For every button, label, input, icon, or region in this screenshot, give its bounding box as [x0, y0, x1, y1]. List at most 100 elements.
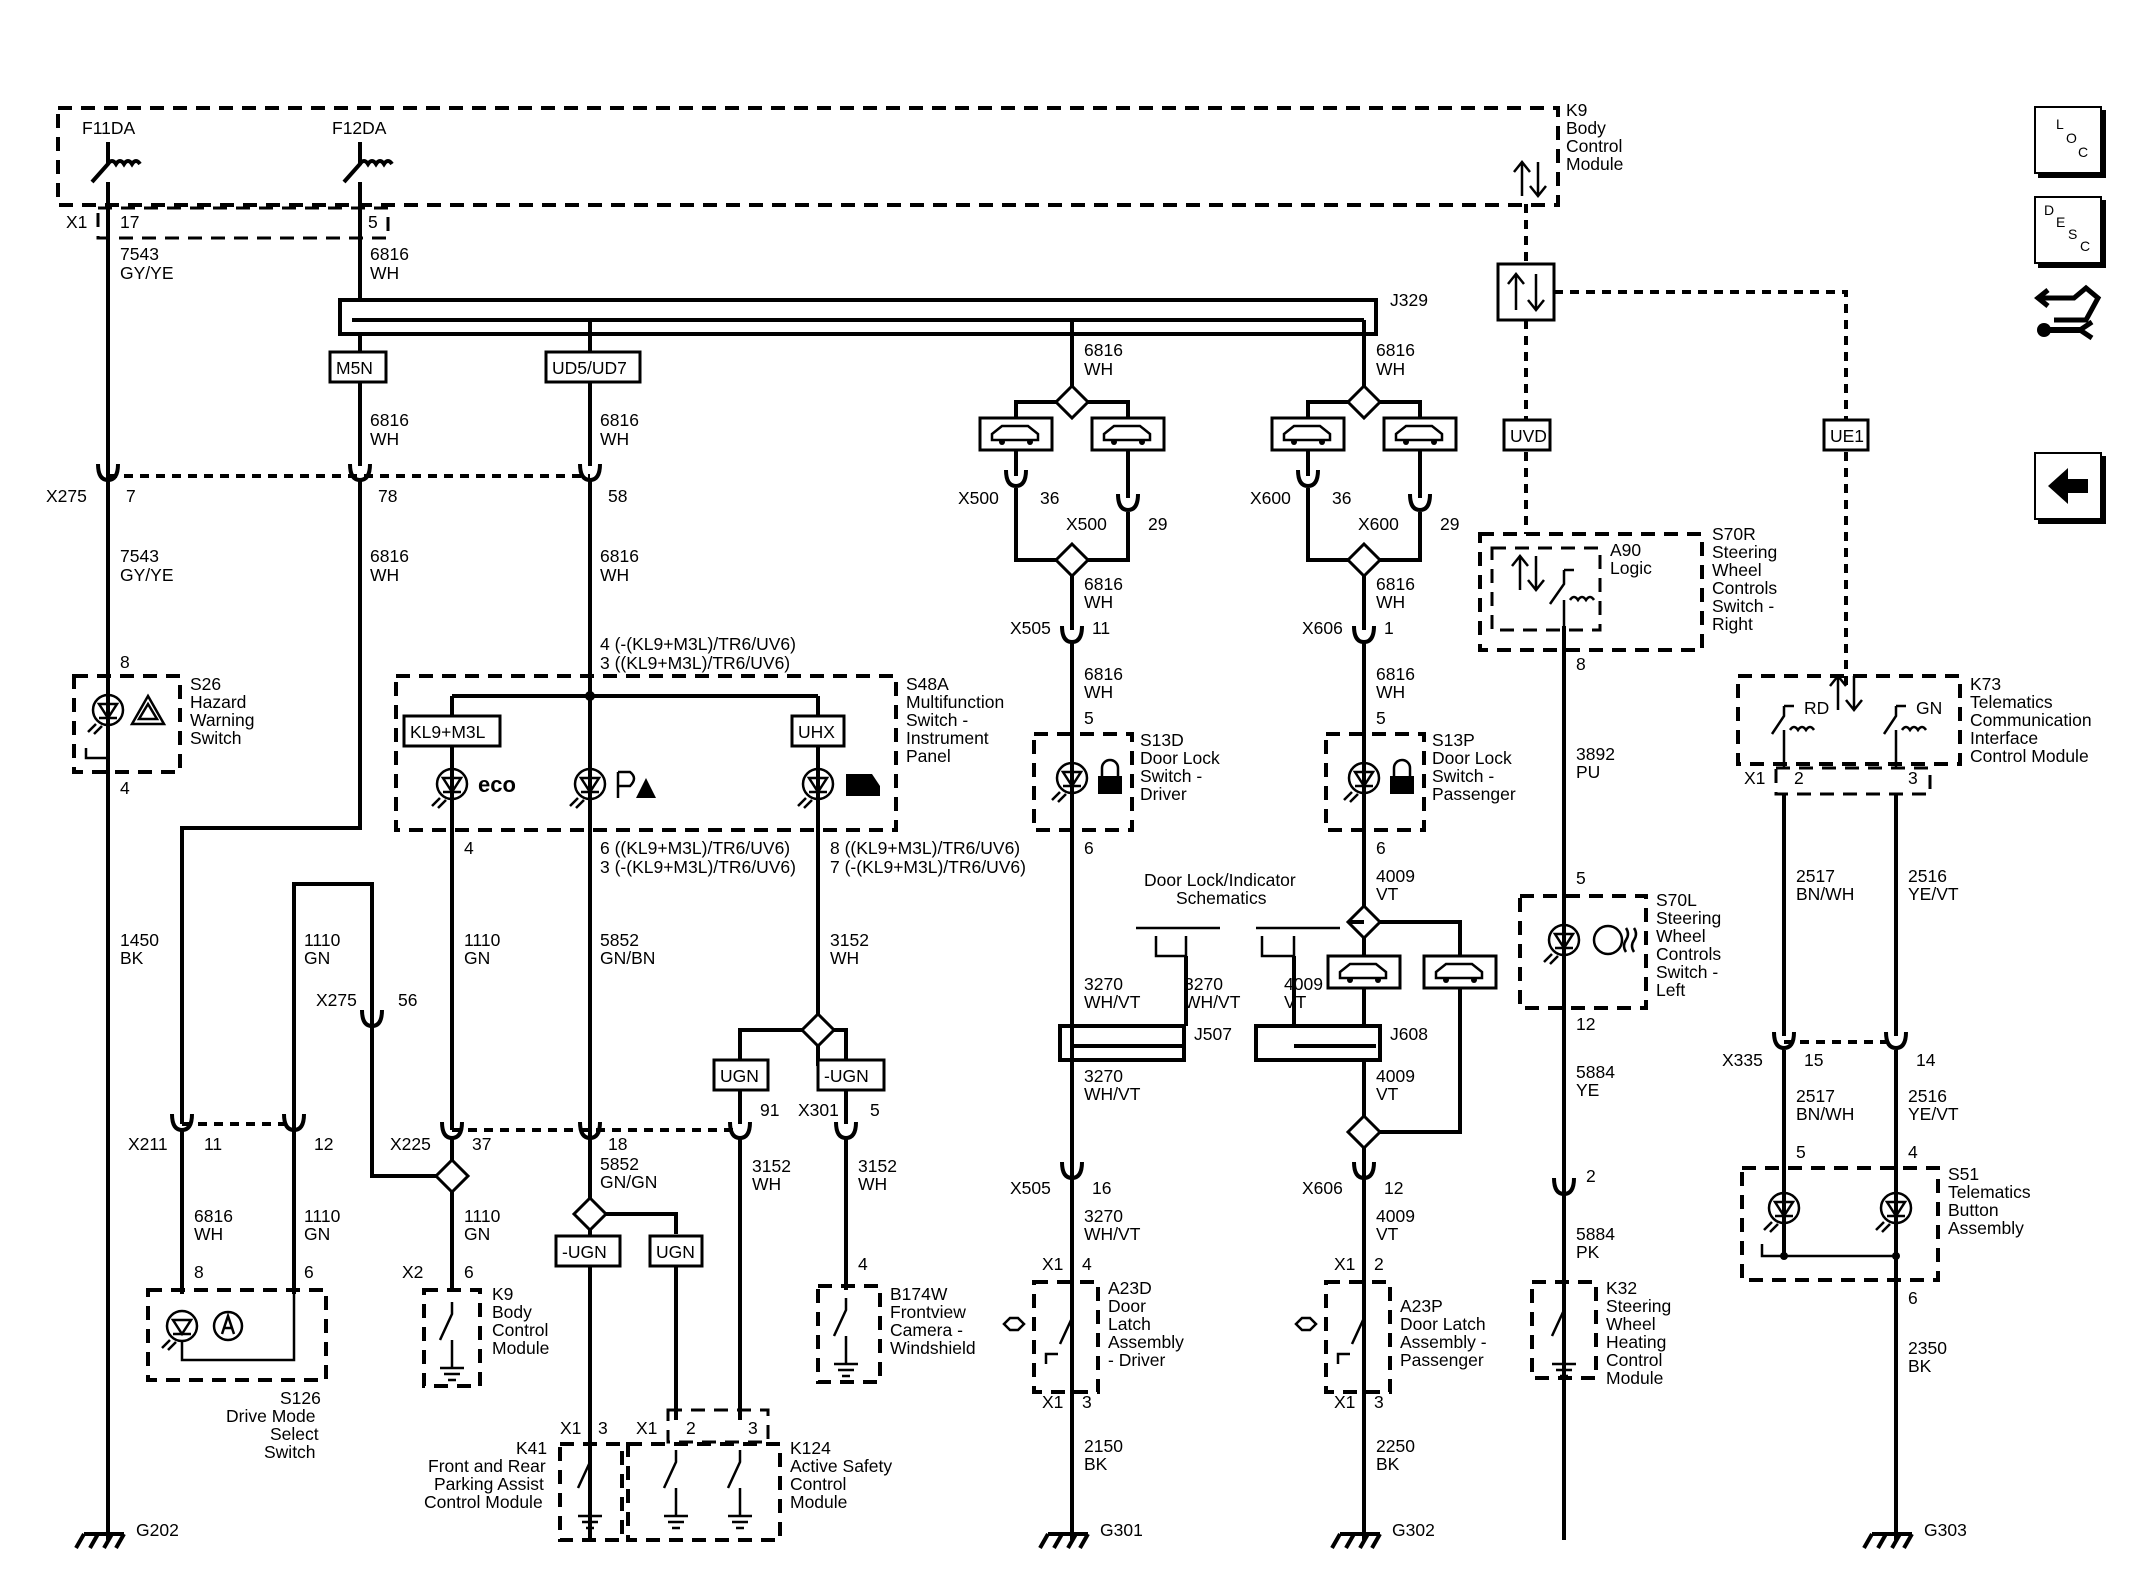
- schematic-label: 7543: [120, 546, 159, 566]
- left-arrow-icon: [2048, 468, 2088, 504]
- schematic-label: Switch -: [1432, 766, 1494, 786]
- ground-points: G202 G301 G302 G303: [74, 1480, 1967, 1550]
- schematic-label: 8: [120, 652, 130, 672]
- schematic-label: Windshield: [890, 1338, 976, 1358]
- schematic-label: 2150: [1084, 1436, 1123, 1456]
- schematic-label: 18: [608, 1134, 627, 1154]
- schematic-label: X225: [390, 1134, 431, 1154]
- schematic-label: 6816: [1084, 340, 1123, 360]
- schematic-label: 29: [1148, 514, 1167, 534]
- schematic-label: Door Lock/Indicator: [1144, 870, 1296, 890]
- schematic-label: 36: [1040, 488, 1059, 508]
- schematic-label: 6816: [600, 410, 639, 430]
- description-button[interactable]: D E S C: [2034, 196, 2102, 264]
- schematic-label: Warning: [190, 710, 255, 730]
- schematic-label: WH/VT: [1084, 992, 1141, 1012]
- schematic-label: YE: [1576, 1080, 1599, 1100]
- schematic-label: WH: [370, 429, 399, 449]
- schematic-label: PU: [1576, 762, 1600, 782]
- schematic-label: KL9+M3L: [410, 722, 486, 742]
- schematic-label: Switch -: [1656, 962, 1718, 982]
- schematic-label: GN: [304, 948, 330, 968]
- schematic-label: Frontview: [890, 1302, 966, 1322]
- schematic-label: GN: [1916, 698, 1942, 718]
- k9-body-control-module: K9 Body Control Module F11DA F12DA X1 17…: [56, 100, 1623, 240]
- schematic-label: X505: [1010, 618, 1051, 638]
- schematic-label: G301: [1100, 1520, 1143, 1540]
- schematic-label: 6: [1084, 838, 1094, 858]
- schematic-label: 6816: [370, 410, 409, 430]
- schematic-label: Assembly: [1948, 1218, 2024, 1238]
- schematic-label: Front and Rear: [428, 1456, 546, 1476]
- schematic-label: BN/WH: [1796, 884, 1854, 904]
- schematic-label: 4: [120, 778, 130, 798]
- schematic-label: Door Lock: [1432, 748, 1512, 768]
- schematic-label: Parking Assist: [434, 1474, 544, 1494]
- schematic-label: A90: [1610, 540, 1641, 560]
- schematic-label: X1: [560, 1418, 581, 1438]
- back-button[interactable]: [2034, 452, 2102, 520]
- door-lock-indicator-section: Door Lock/Indicator Schematics 3270WH/VT…: [1010, 870, 1498, 1540]
- schematic-label: 2250: [1376, 1436, 1415, 1456]
- location-button[interactable]: L O C: [2034, 106, 2102, 174]
- schematic-label: 58: [608, 486, 627, 506]
- schematic-label: Instrument: [906, 728, 989, 748]
- schematic-label: 3270: [1084, 1066, 1123, 1086]
- bidirectional-arrows-icon: [1513, 159, 1547, 199]
- schematic-label: Camera -: [890, 1320, 963, 1340]
- schematic-label: WH: [858, 1174, 887, 1194]
- schematic-label: X211: [128, 1134, 168, 1154]
- schematic-label: RD: [1804, 698, 1829, 718]
- schematic-label: X500: [1066, 514, 1107, 534]
- schematic-label: GN: [464, 948, 490, 968]
- schematic-label: 3: [598, 1418, 608, 1438]
- schematic-label: 4009: [1376, 866, 1415, 886]
- schematic-label: X1: [1744, 768, 1765, 788]
- schematic-label: X600: [1358, 514, 1399, 534]
- schematic-label: S51: [1948, 1164, 1979, 1184]
- schematic-label: WH: [1084, 592, 1113, 612]
- schematic-label: GN: [464, 1224, 490, 1244]
- schematic-label: Controls: [1712, 578, 1777, 598]
- schematic-label: GN/GN: [600, 1172, 657, 1192]
- schematic-label: YE/VT: [1908, 1104, 1959, 1124]
- schematic-label: UGN: [720, 1066, 759, 1086]
- schematic-label: Module: [1566, 154, 1623, 174]
- schematic-label: Passenger: [1400, 1350, 1484, 1370]
- schematic-label: 3152: [752, 1156, 791, 1176]
- connector-repair-icon[interactable]: [2033, 280, 2104, 350]
- schematic-label: 3152: [858, 1156, 897, 1176]
- schematic-label: - Driver: [1108, 1350, 1166, 1370]
- schematic-label: Telematics: [1970, 692, 2053, 712]
- schematic-label: 3: [1908, 768, 1918, 788]
- schematic-label: 3270: [1184, 974, 1223, 994]
- schematic-label: 7543: [120, 244, 159, 264]
- schematic-label: 4009: [1376, 1066, 1415, 1086]
- schematic-label: 1110: [304, 930, 341, 950]
- schematic-label: 3892: [1576, 744, 1615, 764]
- schematic-label: 2: [1586, 1166, 1596, 1186]
- schematic-label: Heating: [1606, 1332, 1666, 1352]
- schematic-label: K32: [1606, 1278, 1637, 1298]
- schematic-label: 2: [1794, 768, 1804, 788]
- schematic-label: VT: [1376, 884, 1399, 904]
- schematic-label: 12: [314, 1134, 333, 1154]
- schematic-label: Left: [1656, 980, 1685, 1000]
- schematic-label: 5852: [600, 1154, 639, 1174]
- schematic-label: Right: [1712, 614, 1753, 634]
- schematic-label: Button: [1948, 1200, 1999, 1220]
- schematic-label: Steering: [1712, 542, 1777, 562]
- schematic-label: S13D: [1140, 730, 1184, 750]
- schematic-label: X275: [316, 990, 357, 1010]
- schematic-label: X1: [1334, 1254, 1355, 1274]
- schematic-label: Body: [1566, 118, 1606, 138]
- schematic-label: K9: [492, 1284, 513, 1304]
- schematic-label: Module: [1606, 1368, 1663, 1388]
- schematic-label: 3152: [830, 930, 869, 950]
